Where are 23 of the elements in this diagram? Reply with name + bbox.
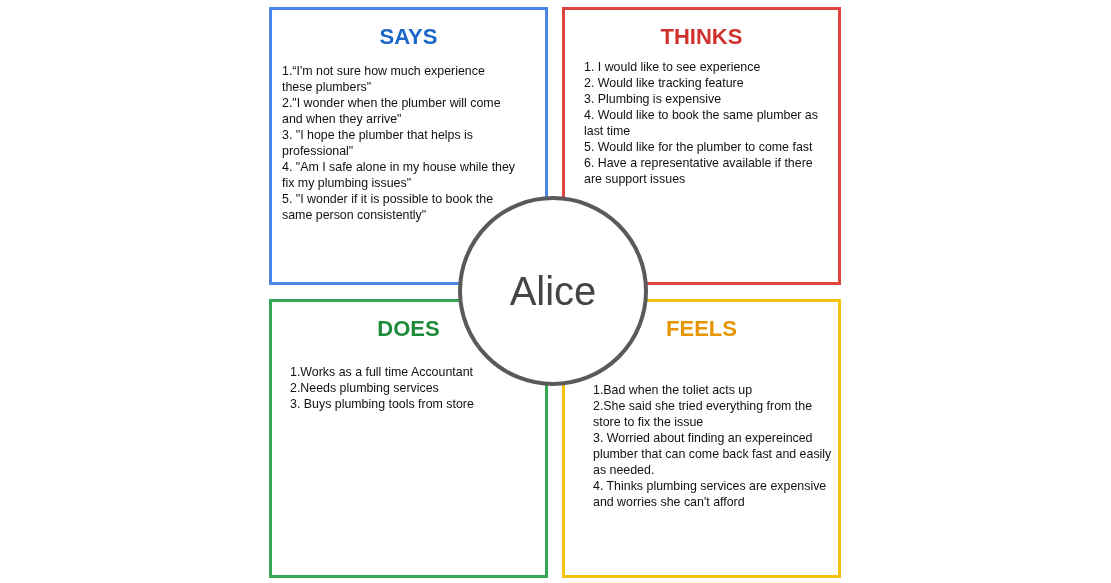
quadrant-heading: DOES <box>376 316 441 342</box>
list-item: 2.Needs plumbing services <box>290 380 440 396</box>
list-item: 3. "I hope the plumber that helps is professional" <box>282 127 475 159</box>
list-item: 2."I wonder when the plumber will come and when they arrive" <box>282 95 502 127</box>
list-item: 6. Have a representative available if there are support issues <box>584 155 814 187</box>
list-item: 2. Would like tracking feature <box>584 75 745 91</box>
list-item: 1.Bad when the toliet acts up <box>593 382 754 398</box>
list-item: 4. "Am I safe alone in my house while they fix my plumbing issues" <box>282 159 517 191</box>
quadrant-heading: FEELS <box>665 316 738 342</box>
list-item: 1. I would like to see experience <box>584 59 762 75</box>
quadrant-heading: THINKS <box>659 24 744 50</box>
list-item: 3. Plumbing is expensive <box>584 91 723 107</box>
list-item: 1.Works as a full time Accountant <box>290 364 474 380</box>
list-item: 4. Would like to book the same plumber as last time <box>584 107 819 139</box>
list-item: 1.“I'm not sure how much experience these plumbers" <box>282 63 486 95</box>
list-item: 4. Thinks plumbing services are expensive and worries she can't afford <box>593 478 828 510</box>
list-item: 3. Buys plumbing tools from store <box>290 396 475 412</box>
persona-name: Alice <box>509 268 597 314</box>
list-item: 3. Worried about finding an expereinced plumber that can come back fast and easily as needed. <box>593 430 833 478</box>
list-item: 5. "I wonder if it is possible to book the same person consistently" <box>282 191 495 223</box>
list-item: 2.She said she tried everything from the store to fix the issue <box>593 398 814 430</box>
list-item: 5. Would like for the plumber to come fast <box>584 139 814 155</box>
quadrant-heading: SAYS <box>378 24 439 50</box>
